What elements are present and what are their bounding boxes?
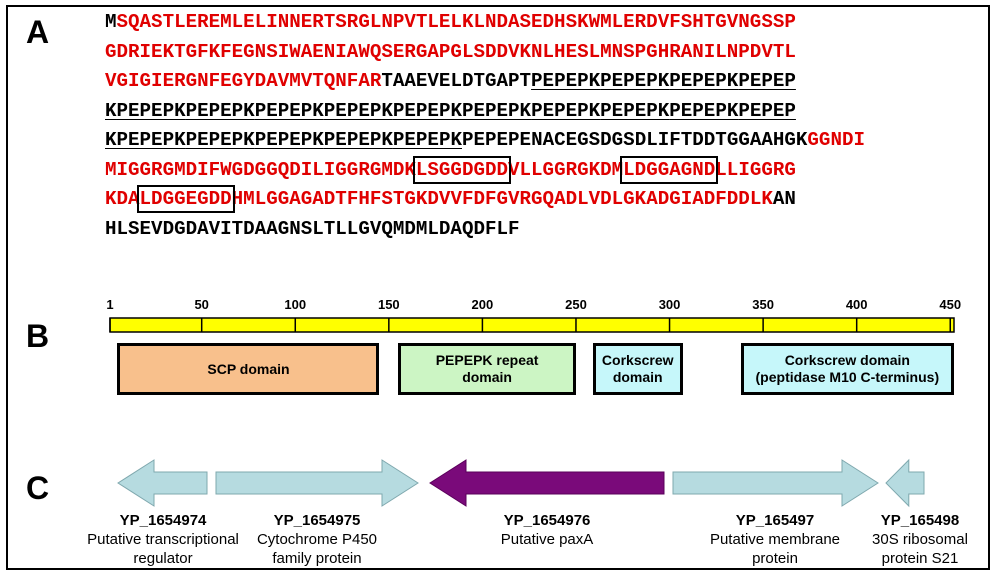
motif-box: LDGGAGND (620, 155, 719, 184)
motif-box: LDGGEGDD (136, 185, 235, 213)
sequence-line: GDRIEKTGFKFEGNSIWAENIAWQSERGAPGLSDDVKNLH… (105, 38, 865, 68)
sequence-segment: MIGGRGMDIFWGDGGQDILIGGRGMDK (105, 158, 416, 181)
ruler-tick-label: 1 (106, 297, 114, 312)
repeat-segment: PEPEP (738, 70, 796, 92)
sequence-segment: VGIGIERGNFEGYDAVMVTQNFAR (105, 70, 382, 92)
sequence-line: KPEPEPKPEPEPKPEPEPKPEPEPKPEPEPKPEPEPKPEP… (105, 97, 865, 127)
ruler-tick-label: 100 (284, 297, 307, 312)
repeat-segment: PEPEPK (392, 129, 462, 151)
domain-label: PEPEPK repeat domain (435, 352, 539, 385)
sequence-line: MSQASTLEREMLELINNERTSRGLNPVTLELKLNDASEDH… (105, 8, 865, 38)
panel-letter-c: C (26, 470, 50, 506)
repeat-segment: K (105, 99, 117, 122)
gene-id: YP_165498 (880, 512, 960, 529)
domain-box: PEPEPK repeat domain (398, 343, 576, 395)
ruler-bar (109, 317, 955, 333)
ruler-tick-label: 50 (194, 297, 209, 312)
repeat-segment: K (105, 129, 117, 151)
sequence-segment: PEPEPENACEGSDGSDLIFTDDTGGAAHGK (461, 129, 808, 151)
domain-label: Corkscrew domain (601, 352, 674, 385)
panel-letter-a: A (26, 14, 50, 50)
gene-description: 30S ribosomal protein S21 (872, 531, 968, 567)
sequence-segment: GDRIEKTGFKFEGNSIWAENIAWQSERGAPGLSDDVKNLH… (105, 40, 796, 63)
gene-description: Putative paxA (500, 531, 594, 548)
domain-box: Corkscrew domain (peptidase M10 C-termin… (740, 343, 954, 395)
gene-id: YP_165497 (735, 512, 815, 529)
repeat-segment: PEPEPK (116, 99, 186, 122)
sequence-segment: GGNDI (807, 129, 865, 151)
domain-label: Corkscrew domain (peptidase M10 C-termin… (755, 352, 940, 385)
gene-description: Putative transcriptional regulator (87, 531, 239, 567)
gene-id: YP_1654976 (503, 512, 591, 529)
sequence-segment: VLLGGRGKDM (508, 158, 624, 181)
motif-box: LSGGDGDD (412, 155, 512, 184)
repeat-segment: PEPEPK (116, 129, 186, 151)
sequence-segment: SQASTLEREMLELINNERTSRGLNPVTLELKLNDASEDHS… (116, 11, 796, 33)
repeat-segment: PEPEPK (323, 99, 393, 122)
ruler-tick-label: 150 (377, 297, 400, 312)
ruler-tick-label: 400 (845, 297, 868, 312)
repeat-segment: PEPEPK (600, 99, 670, 122)
repeat-segment: PEPEPK (669, 70, 739, 92)
sequence-line: KDALDGGEGDDHMLGGAGADTFHFSTGKDVVFDFGVRGQA… (105, 185, 865, 215)
panel-letter-b: B (26, 318, 50, 354)
repeat-segment: PEPEPK (600, 70, 670, 92)
gene-id: YP_1654974 (119, 512, 207, 529)
repeat-segment: PEPEPK (254, 129, 324, 151)
repeat-segment: PEPEPK (185, 99, 255, 122)
sequence-segment: KDA (105, 188, 140, 210)
sequence-segment: TAAEVELDTGAPT (381, 70, 532, 92)
protein-sequence: MSQASTLEREMLELINNERTSRGLNPVTLELKLNDASEDH… (105, 8, 865, 244)
gene-description: Cytochrome P450 family protein (256, 531, 378, 567)
sequence-segment: M (105, 11, 117, 33)
sequence-line: VGIGIERGNFEGYDAVMVTQNFARTAAEVELDTGAPTPEP… (105, 67, 865, 97)
repeat-segment: PEPEPK (323, 129, 393, 151)
sequence-line: MIGGRGMDIFWGDGGQDILIGGRGMDKLSGGDGDDVLLGG… (105, 155, 865, 186)
ruler-tick-label: 450 (939, 297, 962, 312)
repeat-segment: PEPEPK (461, 99, 532, 122)
repeat-segment: PEPEPK (531, 99, 601, 122)
sequence-segment: HLSEVDGDAVITDAAGNSLTLLGVQMDMLDAQDFLF (105, 217, 520, 240)
ruler-tick-label: 350 (752, 297, 774, 312)
repeat-segment: PEPEPK (531, 70, 601, 92)
repeat-segment: PEPEPK (185, 129, 255, 151)
sequence-segment: LLIGGRG (715, 158, 796, 181)
repeat-segment: PEPEPK (254, 99, 324, 122)
gene-id: YP_1654975 (273, 512, 361, 529)
sequence-segment: AN (772, 188, 796, 210)
sequence-segment: HMLGGAGADTFHFSTGKDVVFDFGVRGQADLVDLGKADGI… (231, 188, 773, 210)
repeat-segment: PEPEPK (669, 99, 739, 122)
sequence-line: HLSEVDGDAVITDAAGNSLTLLGVQMDMLDAQDFLF (105, 215, 865, 245)
ruler-tick-label: 250 (565, 297, 587, 312)
repeat-segment: PEPEPK (392, 99, 462, 122)
repeat-segment: PEPEP (738, 99, 796, 122)
domain-box: Corkscrew domain (592, 343, 683, 395)
domain-label: SCP domain (207, 360, 290, 377)
ruler-tick-label: 200 (471, 297, 494, 312)
domain-box: SCP domain (117, 343, 380, 395)
gene-description: Putative membrane protein (709, 531, 841, 567)
sequence-line: KPEPEPKPEPEPKPEPEPKPEPEPKPEPEPKPEPEPENAC… (105, 126, 865, 156)
ruler-tick-label: 300 (658, 297, 681, 312)
